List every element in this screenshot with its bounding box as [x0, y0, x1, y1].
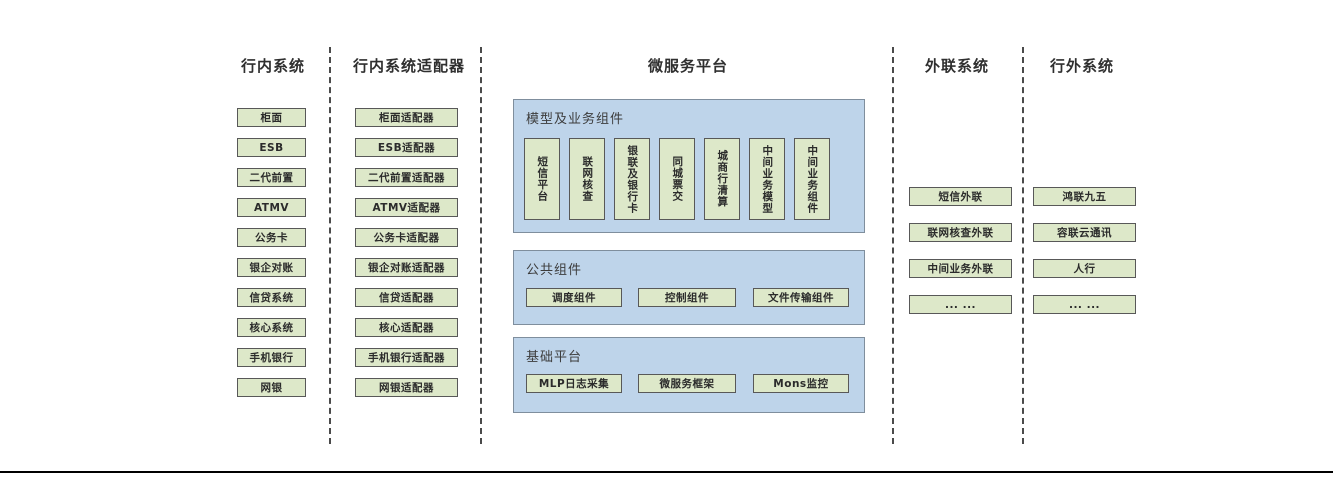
outreach-system-box: 短信外联 — [909, 187, 1012, 206]
common-component-box: 调度组件 — [526, 288, 622, 307]
external-system-box: 容联云通讯 — [1033, 223, 1136, 242]
external-system-box: 鸿联九五 — [1033, 187, 1136, 206]
internal-system-box: 核心系统 — [237, 318, 306, 337]
internal-system-box: 二代前置 — [237, 168, 306, 187]
model-component-box: 中间业务模型 — [749, 138, 785, 220]
outreach-system-box: 联网核查外联 — [909, 223, 1012, 242]
adapter-box: 信贷适配器 — [355, 288, 458, 307]
internal-system-box: 信贷系统 — [237, 288, 306, 307]
panel-label: 公共组件 — [526, 263, 583, 278]
common-component-box: 控制组件 — [638, 288, 736, 307]
external-system-box: 人行 — [1033, 259, 1136, 278]
column-separator — [1022, 47, 1024, 444]
bottom-divider — [0, 471, 1333, 473]
model-component-box: 银联及银行卡 — [614, 138, 650, 220]
external-system-box: ... ... — [1033, 295, 1136, 314]
internal-system-box: 网银 — [237, 378, 306, 397]
adapter-box: 柜面适配器 — [355, 108, 458, 127]
model-component-box: 城商行清算 — [704, 138, 740, 220]
outreach-system-box: 中间业务外联 — [909, 259, 1012, 278]
adapter-box: 核心适配器 — [355, 318, 458, 337]
adapter-box: 银企对账适配器 — [355, 258, 458, 277]
column-title-outreach-systems: 外联系统 — [924, 57, 989, 75]
adapter-box: ATMV适配器 — [355, 198, 458, 217]
column-separator — [480, 47, 482, 444]
model-component-box: 短信平台 — [524, 138, 560, 220]
base-platform-box: MLP日志采集 — [526, 374, 622, 393]
adapter-box: 二代前置适配器 — [355, 168, 458, 187]
panel-common-components: 公共组件 调度组件 控制组件 文件传输组件 — [513, 250, 865, 325]
column-title-microservice-platform: 微服务平台 — [647, 57, 728, 75]
column-separator — [329, 47, 331, 444]
internal-system-box: 银企对账 — [237, 258, 306, 277]
column-title-internal-adapters: 行内系统适配器 — [352, 57, 465, 75]
base-platform-box: Mons监控 — [753, 374, 849, 393]
adapter-box: 网银适配器 — [355, 378, 458, 397]
internal-system-box: 手机银行 — [237, 348, 306, 367]
internal-system-box: ATMV — [237, 198, 306, 217]
common-component-box: 文件传输组件 — [753, 288, 849, 307]
panel-model-business-components: 模型及业务组件 短信平台 联网核查 银联及银行卡 同城票交 城商行清算 中间业务… — [513, 99, 865, 233]
model-component-box: 中间业务组件 — [794, 138, 830, 220]
column-title-external-systems: 行外系统 — [1049, 57, 1114, 75]
internal-system-box: ESB — [237, 138, 306, 157]
internal-system-box: 柜面 — [237, 108, 306, 127]
outreach-system-box: ... ... — [909, 295, 1012, 314]
adapter-box: 手机银行适配器 — [355, 348, 458, 367]
panel-label: 模型及业务组件 — [526, 112, 625, 127]
column-title-internal-systems: 行内系统 — [240, 57, 305, 75]
internal-system-box: 公务卡 — [237, 228, 306, 247]
model-component-box: 同城票交 — [659, 138, 695, 220]
base-platform-box: 微服务框架 — [638, 374, 736, 393]
column-separator — [892, 47, 894, 444]
adapter-box: ESB适配器 — [355, 138, 458, 157]
adapter-box: 公务卡适配器 — [355, 228, 458, 247]
panel-label: 基础平台 — [526, 350, 583, 365]
panel-base-platform: 基础平台 MLP日志采集 微服务框架 Mons监控 — [513, 337, 865, 413]
model-component-box: 联网核查 — [569, 138, 605, 220]
